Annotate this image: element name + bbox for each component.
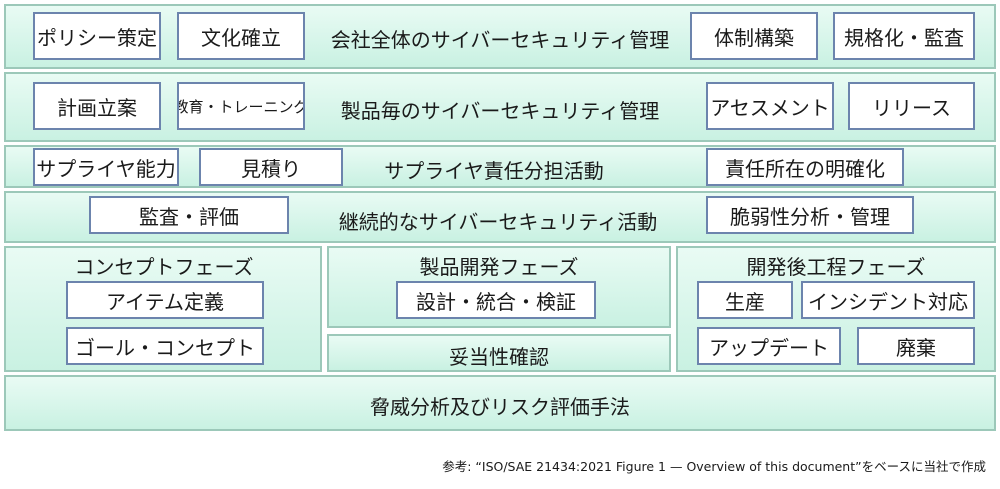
planning-box: 計画立案	[33, 82, 161, 130]
culture-box: 文化確立	[177, 12, 305, 60]
quotation-box: 見積り	[199, 148, 343, 186]
incident-response-label: インシデント対応	[808, 289, 968, 314]
responsibility-box: 責任所在の明確化	[706, 148, 904, 186]
item-definition-box: アイテム定義	[66, 281, 264, 319]
monitoring-evaluation-label: 監査・評価	[139, 204, 239, 229]
assessment-label: アセスメント	[710, 95, 830, 120]
policy-label: ポリシー策定	[37, 25, 157, 50]
standardization-audit-label: 規格化・監査	[844, 25, 964, 50]
development-phase-title: 製品開発フェーズ	[419, 255, 579, 279]
validation-title: 妥当性確認	[449, 345, 549, 369]
decommissioning-box: 廃棄	[857, 327, 975, 365]
release-label: リリース	[872, 95, 951, 120]
supplier-capability-box: サプライヤ能力	[33, 148, 179, 186]
update-box: アップデート	[697, 327, 841, 365]
training-label: 教育・トレーニング	[177, 97, 305, 116]
supplier-capability-label: サプライヤ能力	[36, 156, 176, 181]
goal-concept-label: ゴール・コンセプト	[75, 335, 255, 360]
update-label: アップデート	[709, 335, 829, 360]
production-label: 生産	[725, 289, 765, 314]
continuous-activities-title: 継続的なサイバーセキュリティ活動	[338, 210, 658, 234]
standardization-audit-box: 規格化・監査	[833, 12, 975, 60]
culture-label: 文化確立	[201, 25, 281, 50]
responsibility-label: 責任所在の明確化	[725, 156, 885, 181]
policy-box: ポリシー策定	[33, 12, 161, 60]
post-development-title: 開発後工程フェーズ	[746, 255, 926, 279]
org-management-band	[4, 4, 996, 69]
product-management-title: 製品毎のサイバーセキュリティ管理	[340, 99, 660, 123]
release-box: リリース	[848, 82, 975, 130]
concept-phase-title: コンセプトフェーズ	[74, 255, 254, 279]
source-caption: 参考: “ISO/SAE 21434:2021 Figure 1 — Overv…	[442, 459, 986, 474]
training-box: 教育・トレーニング	[177, 82, 305, 130]
tara-band	[4, 375, 996, 431]
org-management-title: 会社全体のサイバーセキュリティ管理	[330, 28, 670, 52]
monitoring-evaluation-box: 監査・評価	[89, 196, 289, 234]
validation-band	[327, 334, 671, 372]
tara-title: 脅威分析及びリスク評価手法	[370, 395, 630, 419]
decommissioning-label: 廃棄	[896, 335, 936, 360]
organization-label: 体制構築	[714, 25, 794, 50]
design-integration-box: 設計・統合・検証	[396, 281, 596, 319]
quotation-label: 見積り	[241, 156, 301, 181]
vulnerability-box: 脆弱性分析・管理	[706, 196, 914, 234]
organization-box: 体制構築	[690, 12, 818, 60]
planning-label: 計画立案	[57, 95, 137, 120]
design-integration-label: 設計・統合・検証	[416, 289, 576, 314]
supplier-title: サプライヤ責任分担活動	[384, 159, 604, 183]
assessment-box: アセスメント	[706, 82, 834, 130]
item-definition-label: アイテム定義	[106, 289, 224, 314]
goal-concept-box: ゴール・コンセプト	[66, 327, 264, 365]
vulnerability-label: 脆弱性分析・管理	[730, 204, 890, 229]
production-box: 生産	[697, 281, 793, 319]
incident-response-box: インシデント対応	[801, 281, 975, 319]
